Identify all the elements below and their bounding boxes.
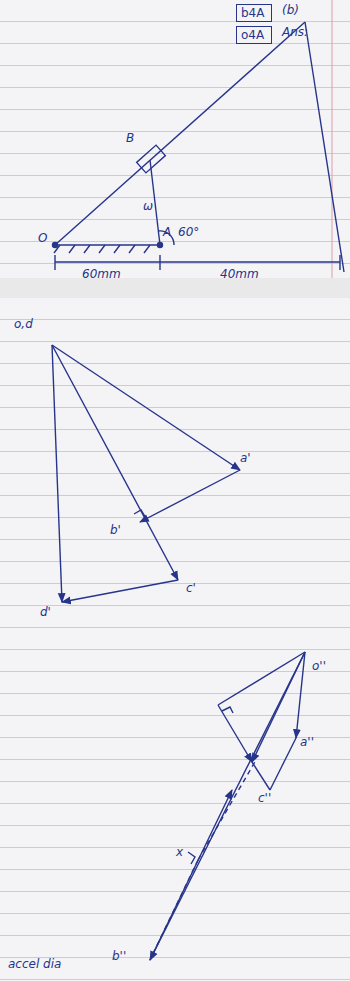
- point-label: o'': [312, 660, 326, 673]
- notebook-page: [0, 298, 350, 981]
- point-label: 60mm: [82, 268, 121, 281]
- point-label: o,d: [14, 318, 33, 331]
- point-label: O: [38, 232, 47, 245]
- point-label: 40mm: [220, 268, 259, 281]
- point-label: accel dia: [8, 958, 61, 971]
- boxed-answer: b4A: [236, 4, 272, 22]
- answer-text: b4A: [241, 6, 267, 20]
- point-label: b'': [112, 950, 126, 963]
- point-label: ω: [143, 200, 153, 213]
- point-label: Ans:: [282, 26, 308, 39]
- answer-text: o4A: [241, 28, 267, 42]
- point-label: A: [163, 226, 171, 239]
- point-label: x: [176, 846, 183, 859]
- point-label: c'': [258, 792, 271, 805]
- point-label: B: [126, 132, 134, 145]
- point-label: b': [110, 524, 121, 537]
- point-label: a': [240, 452, 251, 465]
- point-label: (b): [282, 4, 299, 17]
- boxed-answer: o4A: [236, 26, 272, 44]
- notebook-page: [0, 0, 350, 278]
- point-label: 60°: [178, 226, 199, 239]
- point-label: c': [186, 582, 196, 595]
- point-label: a'': [300, 736, 314, 749]
- point-label: d': [40, 606, 51, 619]
